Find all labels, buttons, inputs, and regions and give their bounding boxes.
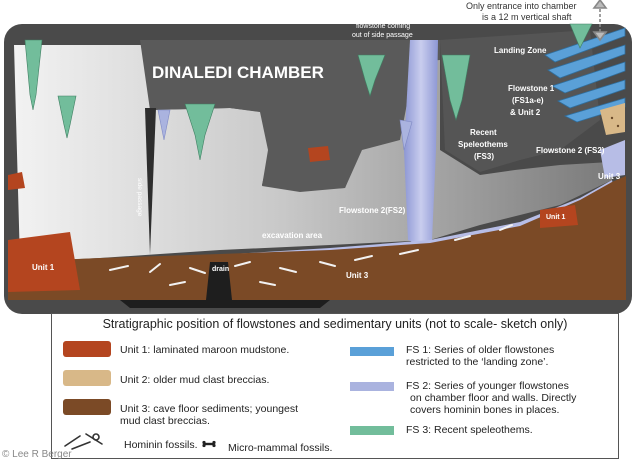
unit1-swatch: [63, 341, 111, 357]
recent-label-line2: Speleothems: [458, 140, 508, 149]
fs3-speleothems: [24, 23, 593, 161]
right-ceiling-rock: [440, 30, 600, 172]
unit2-landing-zone: [600, 103, 625, 135]
unit3-floor: [8, 176, 626, 300]
unit1-left: [8, 232, 80, 292]
legend-title: Stratigraphic position of flowstones and…: [102, 317, 568, 331]
fs2-legend-text-line2: on chamber floor and walls. Directly: [410, 392, 577, 404]
drain-label: drain: [212, 266, 229, 273]
hominin-fossil-icon: [64, 433, 103, 450]
flowstone2-right-label: Flowstone 2 (FS2): [536, 146, 605, 155]
fs2-swatch: [350, 382, 394, 391]
unit3-swatch: [63, 399, 111, 415]
unit1-ledge: [8, 172, 25, 190]
flowstone-side-label-line2: out of side passage: [352, 32, 413, 39]
fs1-legend-text-line1: FS 1: Series of older flowstones: [406, 344, 555, 356]
micro-mammal-legend-text: Micro-mammal fossils.: [228, 442, 333, 454]
fs1-legend-text-line2: restricted to the ‘landing zone’.: [406, 356, 549, 368]
photo-credit: © Lee R Berger: [2, 449, 72, 460]
excavation-label: excavation area: [262, 231, 323, 240]
fs2-stalactites: [157, 109, 413, 151]
flowstone-side-label-line1: flowstone coming: [356, 23, 410, 30]
unit3-legend-text-line1: Unit 3: cave floor sediments; youngest: [120, 403, 299, 415]
unit2-swatch: [63, 370, 111, 386]
hominin-fossil-scatter: [109, 224, 513, 286]
fs2-legend-text-line3: covers hominin bones in places.: [410, 404, 560, 416]
landing-zone-label: Landing Zone: [494, 46, 547, 55]
legend-panel: Stratigraphic position of flowstones and…: [51, 313, 619, 459]
unit1-legend-text: Unit 1: laminated maroon mudstone.: [120, 344, 290, 356]
fs1-swatch: [350, 347, 394, 356]
fs2-curtain: [404, 40, 438, 245]
chamber-void: [14, 45, 612, 262]
fs3-swatch: [350, 426, 394, 435]
cave-base: [120, 300, 330, 308]
unit1-pillar: [308, 146, 330, 162]
entrance-shaft-arrow: [592, 0, 608, 42]
unit3-right-label: Unit 3: [598, 172, 621, 181]
fs3-legend-text: FS 3: Recent speleothems.: [406, 424, 533, 436]
fs2-legend-text-line1: FS 2: Series of younger flowstones: [406, 380, 569, 392]
unit1-right: [540, 205, 578, 228]
flowstone1-label-line2: (FS1a-e): [512, 96, 544, 105]
unit1-left-label: Unit 1: [32, 263, 55, 272]
recent-label-line3: (FS3): [474, 152, 494, 161]
unit2-legend-text: Unit 2: older mud clast breccias.: [120, 374, 270, 386]
recent-label-line1: Recent: [470, 128, 497, 137]
unit3-mid-label: Unit 3: [346, 271, 369, 280]
side-passage: [145, 108, 156, 255]
entrance-label-line2: is a 12 m vertical shaft: [482, 12, 572, 22]
flowstone2-mid-label: Flowstone 2(FS2): [339, 206, 406, 215]
unit1-right-label: Unit 1: [546, 214, 566, 221]
unit3-legend-text-line2: mud clast breccias.: [120, 415, 210, 427]
flowstone1-label-line3: & Unit 2: [510, 108, 541, 117]
diagram-title: DINALEDI CHAMBER: [152, 63, 324, 82]
entrance-label-line1: Only entrance into chamber: [466, 1, 577, 11]
fs2-right-wall: [600, 140, 625, 178]
micro-mammal-icon: [202, 440, 216, 448]
side-passage-label: side passage: [136, 178, 143, 217]
drain-shaft: [206, 262, 232, 300]
flowstone1-label-line1: Flowstone 1: [508, 84, 555, 93]
hominin-legend-text: Hominin fossils.: [124, 439, 198, 451]
